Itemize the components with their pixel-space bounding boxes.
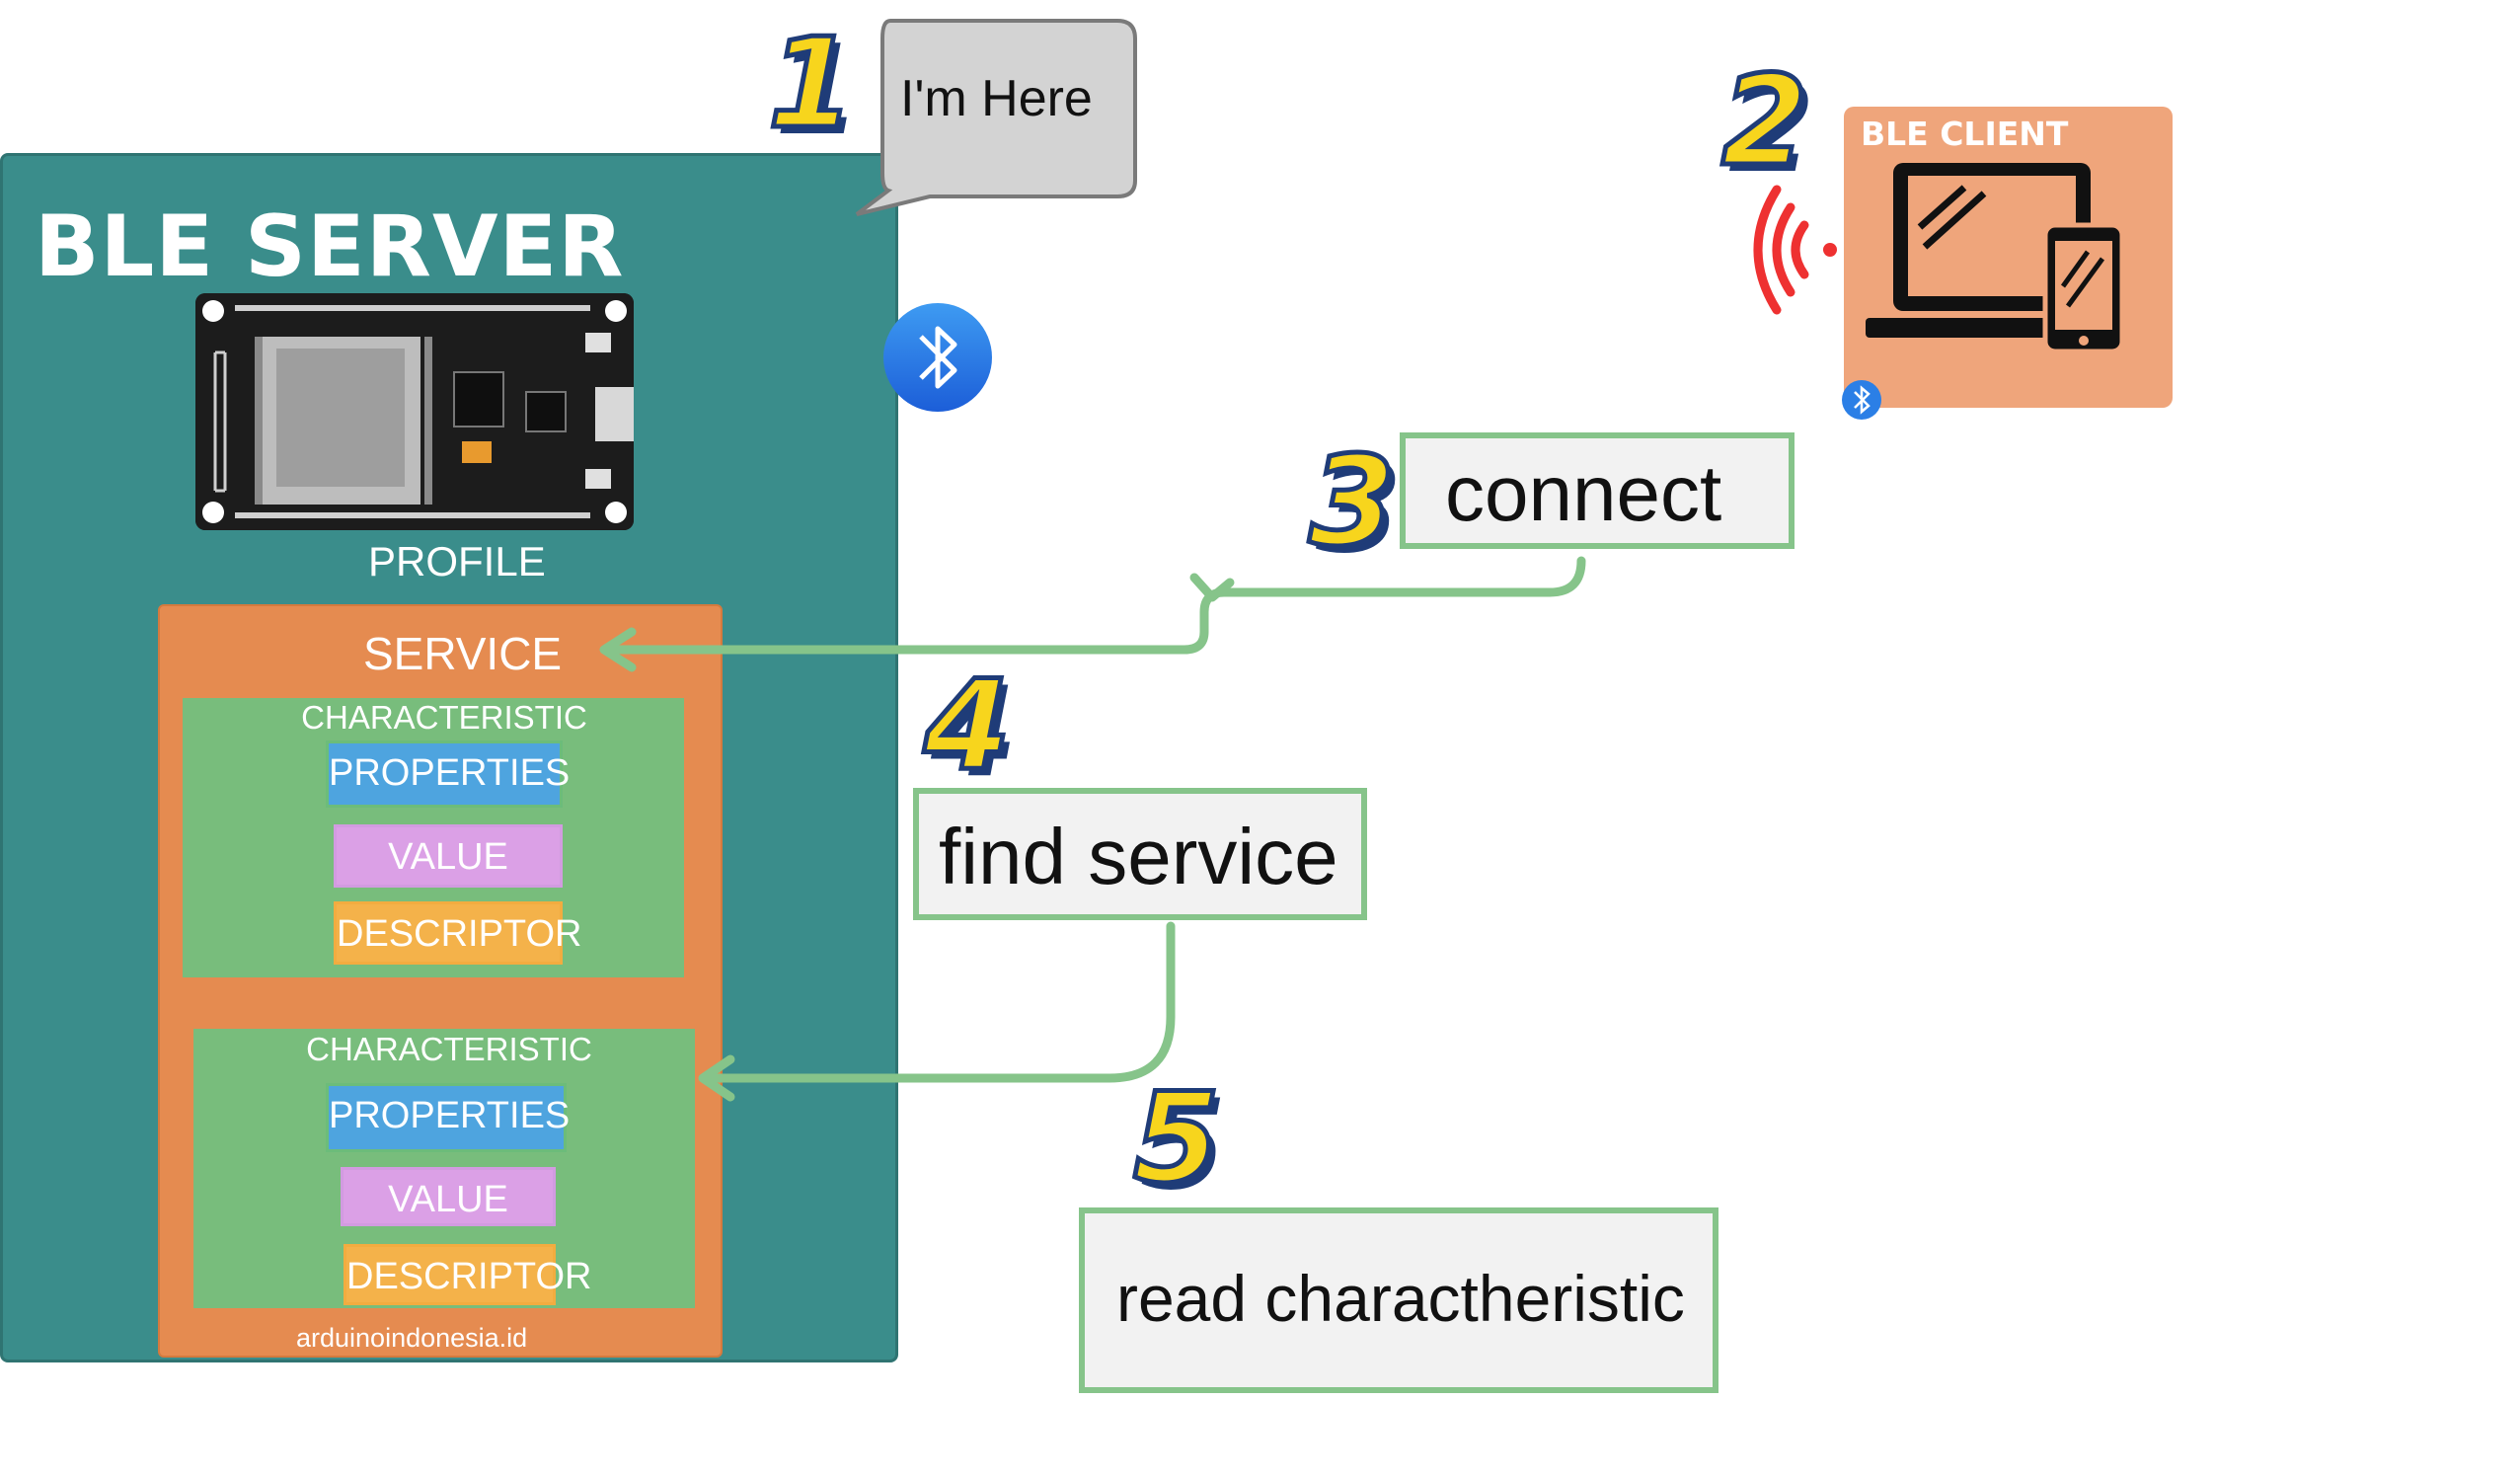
service-label: SERVICE [363, 628, 563, 679]
connect-arrowhead-service [599, 627, 637, 672]
value-block: VALUE [341, 1167, 556, 1226]
connect-box: connect [1400, 432, 1795, 549]
step-number-1: 1 [766, 11, 858, 156]
properties-block: PROPERTIES [326, 1083, 570, 1152]
step-number-4: 4 [922, 653, 1014, 798]
ble-server-title: BLE SERVER [35, 197, 625, 296]
connect-text: connect [1445, 449, 1722, 537]
find-service-arrow [701, 921, 1176, 1083]
step-number-3: 3 [1307, 428, 1399, 574]
step-number-2: 2 [1719, 48, 1811, 194]
characteristic-label: CHARACTERISTIC [306, 1031, 592, 1067]
wifi-signal-icon [1753, 185, 1837, 315]
descriptor-block: DESCRIPTOR [334, 901, 581, 965]
find-service-box: find service [913, 788, 1367, 920]
credit-text: arduinoindonesia.id [296, 1323, 528, 1353]
descriptor-block: DESCRIPTOR [344, 1244, 591, 1305]
laptop-phone-icon [1866, 163, 2125, 354]
find-service-text: find service [939, 813, 1338, 900]
read-characteristic-box: read charactheristic [1079, 1207, 1718, 1393]
characteristic-label: CHARACTERISTIC [301, 699, 587, 736]
esp32-board-icon [195, 293, 634, 530]
properties-block: PROPERTIES [326, 740, 570, 808]
find-service-arrowhead [698, 1054, 735, 1102]
speech-bubble-icon [855, 19, 1137, 216]
bluetooth-icon [883, 303, 992, 412]
profile-label: PROFILE [368, 538, 546, 584]
connect-arrow [602, 556, 1586, 655]
step-number-5: 5 [1131, 1065, 1223, 1210]
ble-client-label: BLE CLIENT [1861, 115, 2069, 153]
bluetooth-icon [1842, 380, 1881, 420]
connect-arrowhead-mid [1189, 573, 1235, 602]
speech-bubble-text: I'm Here [900, 70, 1093, 127]
value-block: VALUE [334, 824, 563, 888]
read-characteristic-text: read charactheristic [1116, 1262, 1685, 1335]
